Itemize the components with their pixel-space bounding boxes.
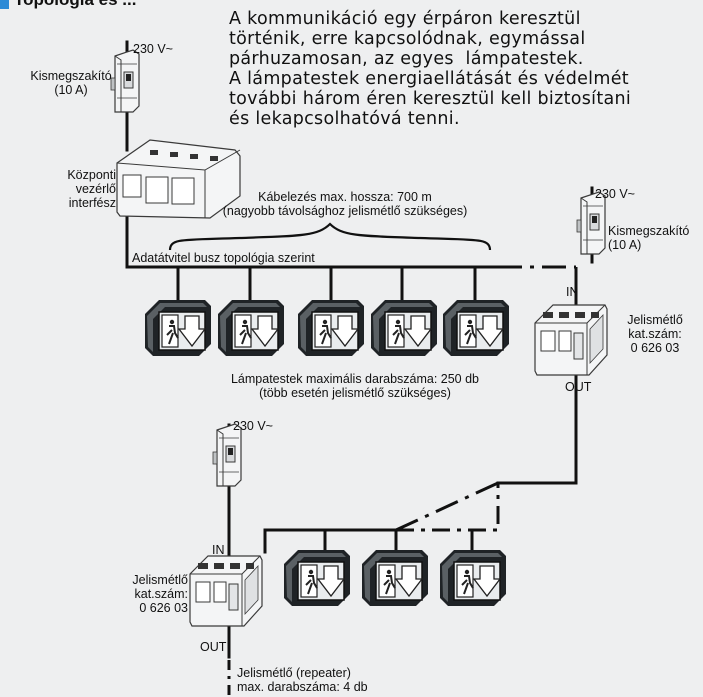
repeater-icon (534, 304, 608, 376)
emergency-exit-luminaire-icon (439, 549, 507, 607)
out-bottom-label: OUT (200, 640, 227, 654)
emergency-exit-luminaire-icon (283, 549, 351, 607)
repeater-max-label: Jelismétlő (repeater)max. darabszáma: 4 … (237, 666, 368, 694)
in-bottom-label: IN (212, 543, 225, 557)
emergency-exit-luminaire-icon (297, 299, 365, 357)
bus-topology-label: Adatátvitel busz topológia szerint (132, 251, 315, 265)
circuit-breaker-icon (110, 49, 140, 113)
section-title: Topológia és ... (14, 0, 136, 10)
emergency-exit-luminaire-icon (217, 299, 285, 357)
central-interface-icon (116, 139, 241, 219)
breaker-top-voltage: 230 V~ (133, 42, 173, 56)
description-text: A kommunikáció egy érpáron keresztül tör… (229, 9, 632, 129)
in-right-label: IN (566, 285, 579, 299)
repeater-icon (189, 555, 263, 627)
breaker-right-voltage: 230 V~ (595, 187, 635, 201)
breaker-right-label: Kismegszakító(10 A) (608, 224, 690, 252)
circuit-breaker-icon (212, 423, 242, 487)
luminaires-max-label: Lámpatestek maximális darabszáma: 250 db… (230, 372, 480, 400)
section-marker (0, 0, 9, 9)
out-right-label: OUT (565, 380, 592, 394)
circuit-breaker-icon (576, 191, 606, 255)
emergency-exit-luminaire-icon (442, 299, 510, 357)
emergency-exit-luminaire-icon (370, 299, 438, 357)
breaker-bottom-voltage: 230 V~ (233, 419, 273, 433)
breaker-top-label: Kismegszakító(10 A) (30, 69, 112, 97)
emergency-exit-luminaire-icon (144, 299, 212, 357)
emergency-exit-luminaire-icon (361, 549, 429, 607)
cable-length-label: Kábelezés max. hossza: 700 m(nagyobb táv… (222, 190, 468, 218)
